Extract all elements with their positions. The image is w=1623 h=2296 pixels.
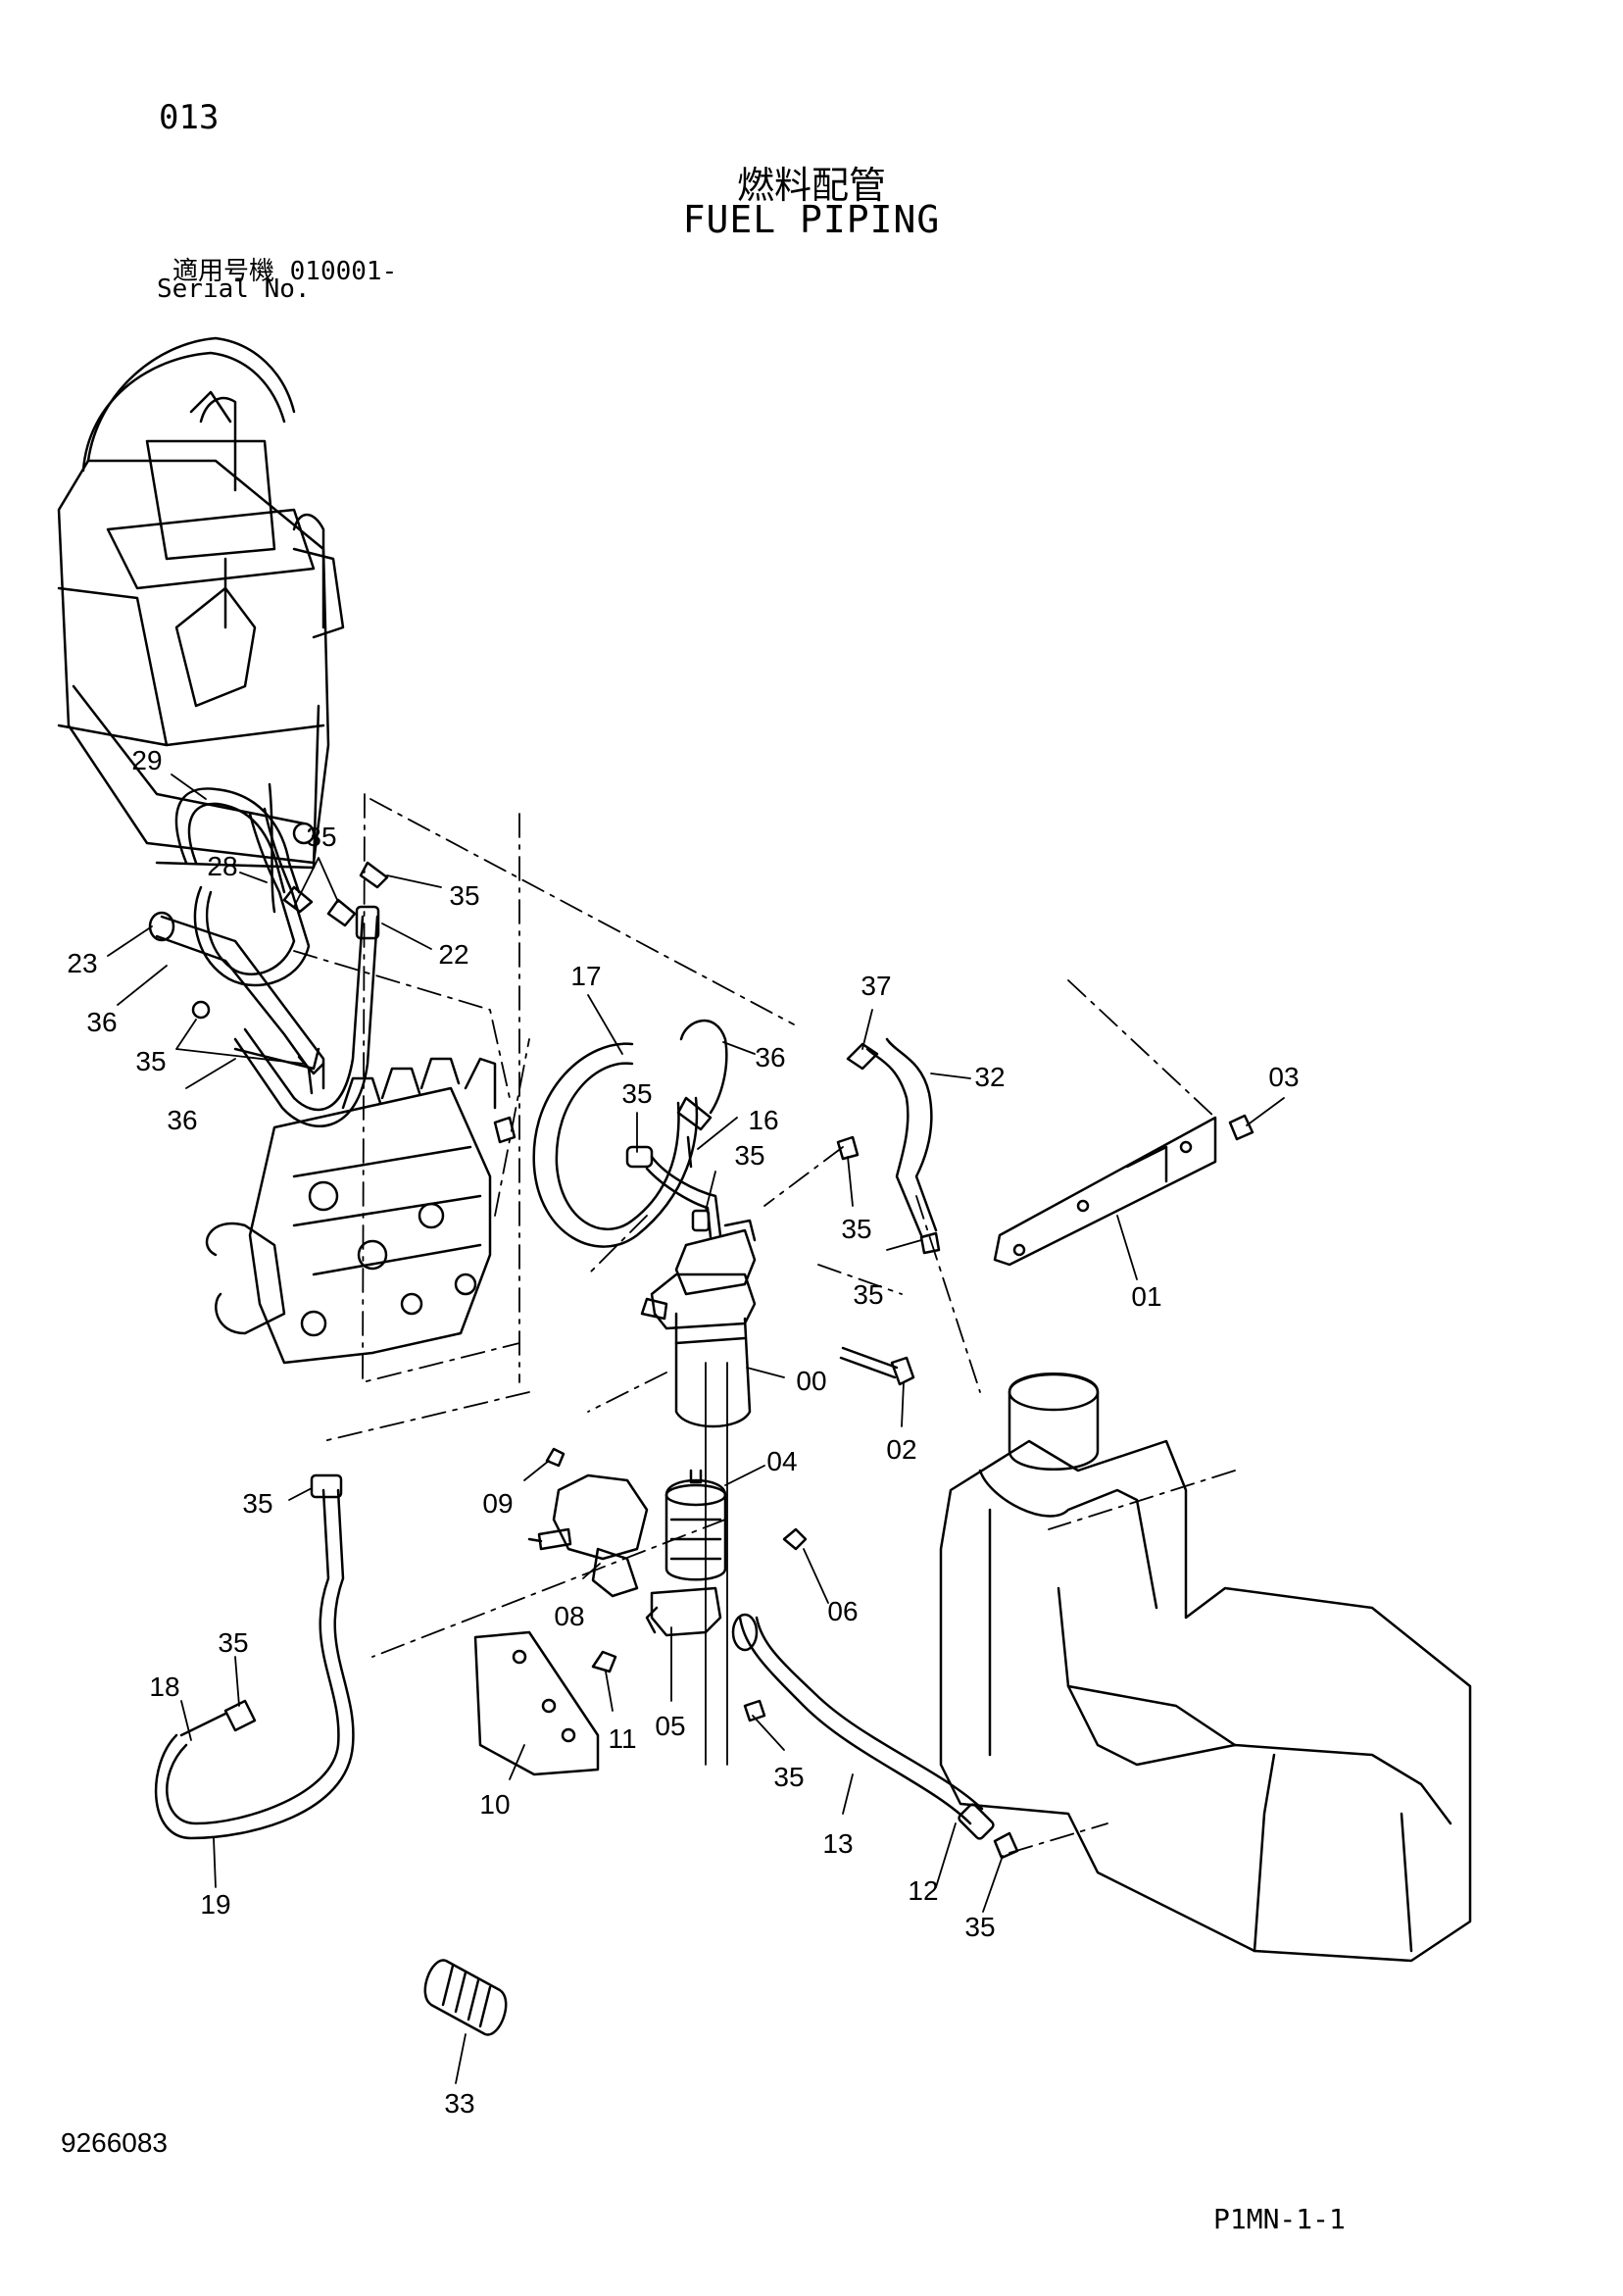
callout-13: 13 (822, 1828, 853, 1859)
callout-01: 01 (1131, 1281, 1161, 1312)
callout-35: 35 (135, 1046, 166, 1076)
callout-35: 35 (306, 822, 336, 852)
page-title-en: FUEL PIPING (682, 198, 941, 241)
grommet-33 (423, 1959, 508, 2036)
bracket-10-clip-05 (473, 1527, 808, 1776)
hose-29 (174, 782, 311, 987)
callout-labels: 29 35 28 35 23 22 36 35 36 17 36 35 16 3… (67, 745, 1299, 2119)
hose-32-bracket-01 (836, 1037, 1254, 1267)
pump-08-09 (527, 1447, 649, 1598)
bolt-02 (839, 1346, 915, 1386)
callout-12: 12 (908, 1875, 938, 1906)
callout-35: 35 (773, 1762, 804, 1792)
serial-label-en: Serial No. (157, 275, 311, 304)
callout-29: 29 (131, 745, 162, 775)
page-number: 013 (159, 98, 220, 137)
callout-05: 05 (655, 1711, 685, 1741)
callout-35: 35 (449, 880, 479, 911)
fuel-tank-illustration (939, 1373, 1472, 1963)
document-number: 9266083 (61, 2127, 169, 2158)
callout-02: 02 (886, 1434, 916, 1465)
injection-pump-illustration (205, 1057, 516, 1365)
callout-35: 35 (621, 1078, 652, 1109)
hose-18-19 (154, 1473, 355, 1840)
callout-35: 35 (964, 1912, 995, 1942)
hose-16 (625, 1135, 722, 1239)
callout-09: 09 (482, 1488, 513, 1519)
callout-11: 11 (608, 1723, 636, 1754)
callout-17: 17 (570, 961, 601, 991)
element-04 (664, 1469, 727, 1581)
callout-06: 06 (827, 1596, 858, 1626)
callout-10: 10 (479, 1789, 510, 1820)
callout-00: 00 (796, 1366, 826, 1396)
fuel-filter-assembly (640, 1209, 757, 1428)
callout-37: 37 (861, 971, 891, 1001)
hose-17 (532, 1020, 728, 1248)
callout-35: 35 (734, 1140, 764, 1171)
callout-32: 32 (974, 1062, 1005, 1092)
sheet-code: P1MN-1-1 (1213, 2203, 1346, 2235)
serial-label-ja: 適用号機 010001- (172, 257, 398, 286)
callout-35: 35 (242, 1488, 272, 1519)
callout-04: 04 (766, 1446, 797, 1476)
leader-lines (107, 774, 1285, 2084)
callout-16: 16 (748, 1105, 778, 1135)
callout-35: 35 (218, 1627, 248, 1658)
callout-36: 36 (167, 1105, 197, 1135)
hose-13-12 (731, 1613, 1019, 1860)
small-clips (191, 861, 389, 1075)
callout-35: 35 (841, 1214, 871, 1244)
hose-22 (233, 905, 380, 1127)
guide-lines (293, 793, 1236, 1854)
callout-18: 18 (149, 1672, 179, 1702)
page-title-ja: 燃料配管 (736, 164, 886, 207)
callout-22: 22 (438, 939, 468, 970)
callout-19: 19 (200, 1889, 230, 1920)
center-lines (705, 1362, 728, 1766)
callout-03: 03 (1268, 1062, 1299, 1092)
callout-36: 36 (755, 1042, 785, 1073)
callout-35: 35 (853, 1279, 883, 1310)
callout-08: 08 (554, 1601, 584, 1631)
callout-28: 28 (207, 851, 237, 881)
callout-33: 33 (444, 2088, 474, 2119)
hose-23 (148, 911, 325, 1095)
callout-23: 23 (67, 948, 97, 978)
callout-36: 36 (86, 1007, 117, 1037)
